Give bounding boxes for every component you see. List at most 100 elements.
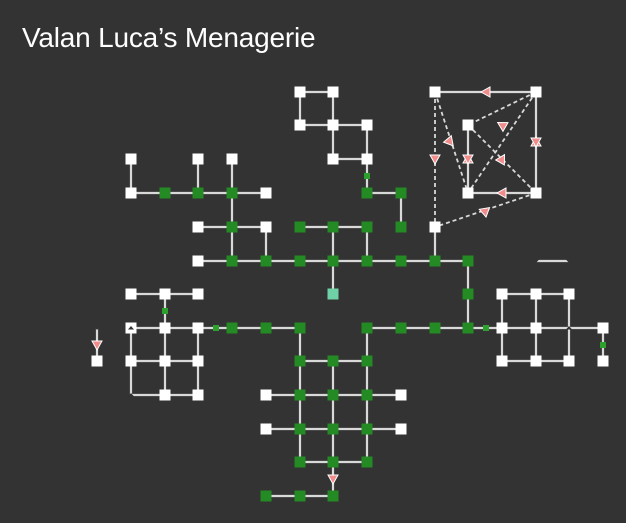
one-way-exit-line <box>434 91 469 194</box>
visited-room[interactable] <box>294 490 306 502</box>
one-way-arrow-icon <box>91 340 103 352</box>
explored-room[interactable] <box>563 355 575 367</box>
explored-room[interactable] <box>496 322 508 334</box>
visited-room[interactable] <box>327 255 339 267</box>
visited-room[interactable] <box>294 389 306 401</box>
explored-room[interactable] <box>429 86 441 98</box>
visited-room[interactable] <box>192 187 204 199</box>
explored-room[interactable] <box>192 221 204 233</box>
explored-room[interactable] <box>125 288 137 300</box>
visited-room[interactable] <box>462 255 474 267</box>
explored-room[interactable] <box>530 322 542 334</box>
visited-room[interactable] <box>260 490 272 502</box>
visited-room[interactable] <box>361 221 373 233</box>
door-marker <box>162 308 168 314</box>
explored-room[interactable] <box>395 423 407 435</box>
explored-room[interactable] <box>159 322 171 334</box>
one-way-exit-line <box>467 91 537 126</box>
visited-room[interactable] <box>361 255 373 267</box>
explored-room[interactable] <box>429 221 441 233</box>
explored-room[interactable] <box>159 355 171 367</box>
explored-room[interactable] <box>192 322 204 334</box>
explored-room[interactable] <box>192 355 204 367</box>
visited-room[interactable] <box>361 423 373 435</box>
explored-room[interactable] <box>159 389 171 401</box>
visited-room[interactable] <box>327 490 339 502</box>
visited-room[interactable] <box>226 255 238 267</box>
visited-room[interactable] <box>327 389 339 401</box>
explored-room[interactable] <box>125 355 137 367</box>
visited-room[interactable] <box>361 456 373 468</box>
current-room[interactable] <box>327 288 339 300</box>
explored-room[interactable] <box>597 322 609 334</box>
visited-room[interactable] <box>294 221 306 233</box>
visited-room[interactable] <box>294 255 306 267</box>
explored-room[interactable] <box>462 119 474 131</box>
explored-room[interactable] <box>159 288 171 300</box>
visited-room[interactable] <box>395 221 407 233</box>
explored-room[interactable] <box>294 86 306 98</box>
explored-room[interactable] <box>530 355 542 367</box>
explored-room[interactable] <box>260 187 272 199</box>
explored-room[interactable] <box>496 288 508 300</box>
explored-room[interactable] <box>192 255 204 267</box>
explored-room[interactable] <box>462 187 474 199</box>
exit-down-icon <box>94 393 100 397</box>
explored-room[interactable] <box>192 389 204 401</box>
explored-room[interactable] <box>260 221 272 233</box>
map-one-way-exits <box>434 91 537 228</box>
explored-room[interactable] <box>226 153 238 165</box>
explored-room[interactable] <box>496 355 508 367</box>
visited-room[interactable] <box>327 355 339 367</box>
one-way-arrow-icon <box>442 134 454 147</box>
door-marker <box>600 342 606 348</box>
visited-room[interactable] <box>294 355 306 367</box>
explored-room[interactable] <box>530 187 542 199</box>
visited-room[interactable] <box>429 255 441 267</box>
explored-room[interactable] <box>327 119 339 131</box>
visited-room[interactable] <box>226 221 238 233</box>
explored-room[interactable] <box>192 153 204 165</box>
explored-room[interactable] <box>327 86 339 98</box>
one-way-arrow-icon <box>479 86 491 98</box>
visited-room[interactable] <box>226 187 238 199</box>
explored-room[interactable] <box>91 355 103 367</box>
visited-room[interactable] <box>361 389 373 401</box>
visited-room[interactable] <box>395 255 407 267</box>
visited-room[interactable] <box>361 355 373 367</box>
visited-room[interactable] <box>327 423 339 435</box>
visited-room[interactable] <box>429 322 441 334</box>
visited-room[interactable] <box>395 322 407 334</box>
visited-room[interactable] <box>361 322 373 334</box>
visited-room[interactable] <box>260 255 272 267</box>
explored-room[interactable] <box>192 288 204 300</box>
explored-room[interactable] <box>294 119 306 131</box>
visited-room[interactable] <box>159 187 171 199</box>
visited-room[interactable] <box>395 187 407 199</box>
explored-room[interactable] <box>563 288 575 300</box>
visited-room[interactable] <box>462 322 474 334</box>
explored-room[interactable] <box>125 187 137 199</box>
visited-room[interactable] <box>462 288 474 300</box>
explored-room[interactable] <box>361 119 373 131</box>
visited-room[interactable] <box>294 322 306 334</box>
explored-room[interactable] <box>530 288 542 300</box>
explored-room[interactable] <box>361 153 373 165</box>
visited-room[interactable] <box>260 322 272 334</box>
explored-room[interactable] <box>260 423 272 435</box>
visited-room[interactable] <box>327 456 339 468</box>
explored-room[interactable] <box>530 86 542 98</box>
explored-room[interactable] <box>597 355 609 367</box>
map-rooms[interactable] <box>91 86 609 502</box>
explored-room[interactable] <box>327 153 339 165</box>
explored-room[interactable] <box>260 389 272 401</box>
explored-room[interactable] <box>125 153 137 165</box>
map-title: Valan Luca’s Menagerie <box>22 22 316 53</box>
visited-room[interactable] <box>361 187 373 199</box>
visited-room[interactable] <box>294 456 306 468</box>
explored-room[interactable] <box>395 389 407 401</box>
visited-room[interactable] <box>294 423 306 435</box>
visited-room[interactable] <box>226 322 238 334</box>
visited-room[interactable] <box>327 221 339 233</box>
